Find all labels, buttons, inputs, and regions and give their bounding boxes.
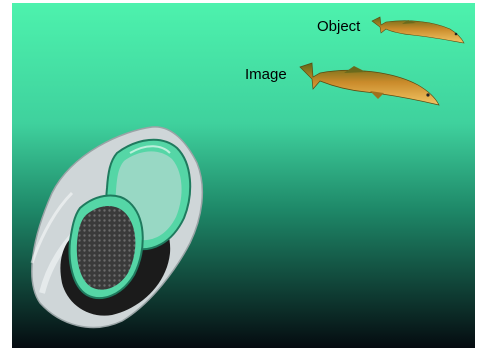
- image-label: Image: [245, 67, 287, 82]
- underwater-scene: Object Image: [12, 3, 475, 348]
- scene-canvas: [12, 3, 475, 348]
- object-label: Object: [317, 19, 360, 34]
